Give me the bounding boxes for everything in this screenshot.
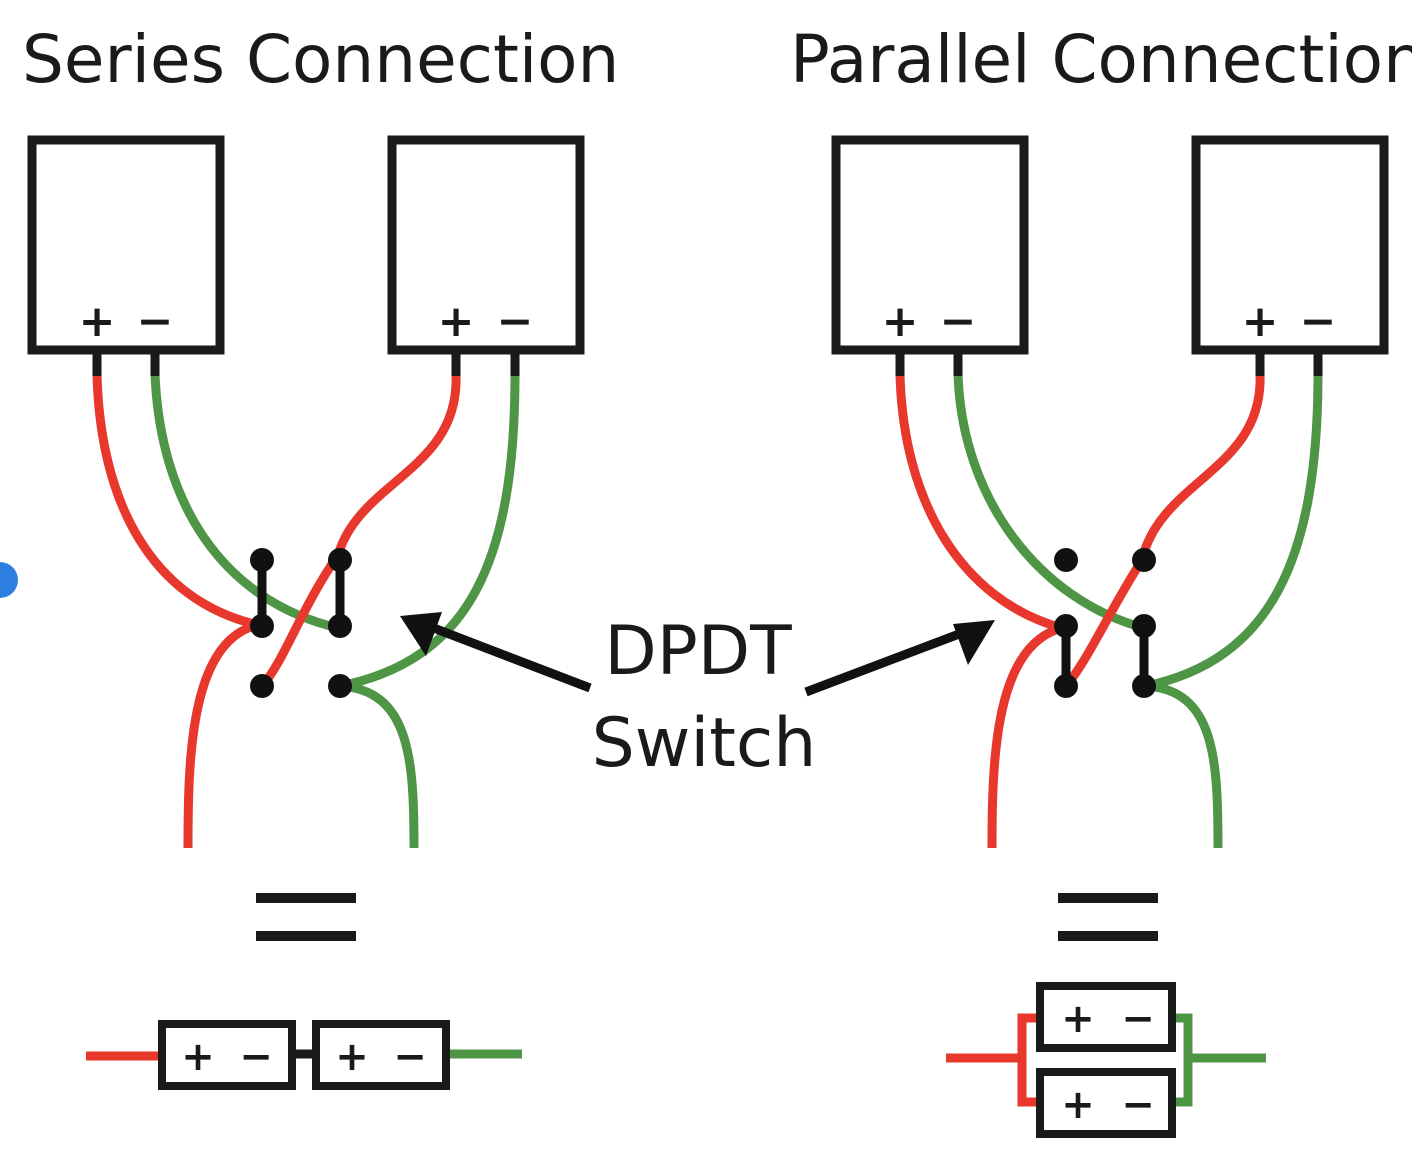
parallel-equiv-battery-2	[1036, 1068, 1176, 1138]
parallel-wire-red-2b	[1062, 557, 1146, 689]
parallel-equiv-battery-1	[1036, 982, 1176, 1052]
series-out-green	[339, 681, 419, 849]
parallel-out-green	[1145, 681, 1223, 849]
parallel-battery-1-plus: +	[882, 296, 919, 347]
series-section: + − + − + − + −	[27, 135, 585, 1090]
parallel-switch-terminal	[1054, 674, 1078, 698]
parallel-wire-red-2	[1137, 373, 1265, 562]
arrowhead-right	[953, 620, 995, 665]
series-wire-green-1	[150, 373, 340, 633]
series-wire-red-2	[333, 373, 461, 557]
series-wire-green-2	[339, 373, 520, 691]
parallel-switch-terminal	[1132, 674, 1156, 698]
series-battery-1-plus: +	[79, 296, 116, 347]
series-equiv-battery-2	[312, 1020, 450, 1090]
series-switch-terminal	[328, 674, 352, 698]
parallel-battery-1	[831, 135, 1029, 355]
series-battery-2-minus: −	[497, 296, 534, 347]
series-switch-terminal	[250, 548, 274, 572]
parallel-battery-2-minus: −	[1300, 296, 1337, 347]
parallel-equiv-minus: −	[1121, 996, 1155, 1042]
parallel-switch-terminal	[1054, 548, 1078, 572]
dpdt-label: DPDT	[604, 612, 792, 691]
parallel-equiv-red	[946, 1013, 1040, 1107]
parallel-equiv-green	[1172, 1013, 1266, 1107]
parallel-section: + − + − + − + −	[831, 135, 1389, 1138]
arrowhead-left	[400, 612, 442, 656]
series-switch-terminal	[250, 614, 274, 638]
series-battery-1-minus: −	[137, 296, 174, 347]
parallel-equiv-plus: +	[1061, 1082, 1095, 1128]
series-wire-red-1	[92, 373, 260, 630]
switch-label: Switch	[592, 704, 817, 783]
parallel-wire-red-1	[895, 373, 1064, 633]
series-switch-terminal	[328, 614, 352, 638]
series-equiv-plus: +	[335, 1034, 369, 1080]
parallel-battery-2-plus: +	[1242, 296, 1279, 347]
series-battery-2-plus: +	[438, 296, 475, 347]
parallel-out-red	[987, 623, 1064, 849]
series-equiv-minus: −	[393, 1034, 427, 1080]
parallel-switch-terminal	[1054, 614, 1078, 638]
parallel-wire-green-1	[953, 373, 1146, 633]
parallel-wire-green-2	[1145, 373, 1323, 691]
series-title: Series Connection	[22, 21, 619, 98]
switch-callout: DPDT Switch	[400, 612, 995, 783]
parallel-battery-1-minus: −	[940, 296, 977, 347]
series-equiv-battery-1	[158, 1020, 296, 1090]
parallel-switch-terminal	[1132, 614, 1156, 638]
parallel-switch-terminal	[1132, 548, 1156, 572]
parallel-battery-2	[1191, 135, 1389, 355]
series-wire-red-2b	[258, 552, 342, 689]
series-battery-2	[387, 135, 585, 355]
arrow-to-parallel-switch	[804, 623, 977, 697]
series-switch-terminal	[328, 548, 352, 572]
series-out-red	[183, 620, 260, 849]
arrow-to-series-switch	[416, 617, 592, 693]
parallel-equiv-plus: +	[1061, 996, 1095, 1042]
parallel-title: Parallel Connection	[790, 21, 1412, 98]
series-switch-terminal	[250, 674, 274, 698]
series-equiv-minus: −	[239, 1034, 273, 1080]
parallel-equiv-minus: −	[1121, 1082, 1155, 1128]
series-equiv-plus: +	[181, 1034, 215, 1080]
edge-marker[interactable]	[0, 562, 18, 598]
series-battery-1	[27, 135, 225, 355]
